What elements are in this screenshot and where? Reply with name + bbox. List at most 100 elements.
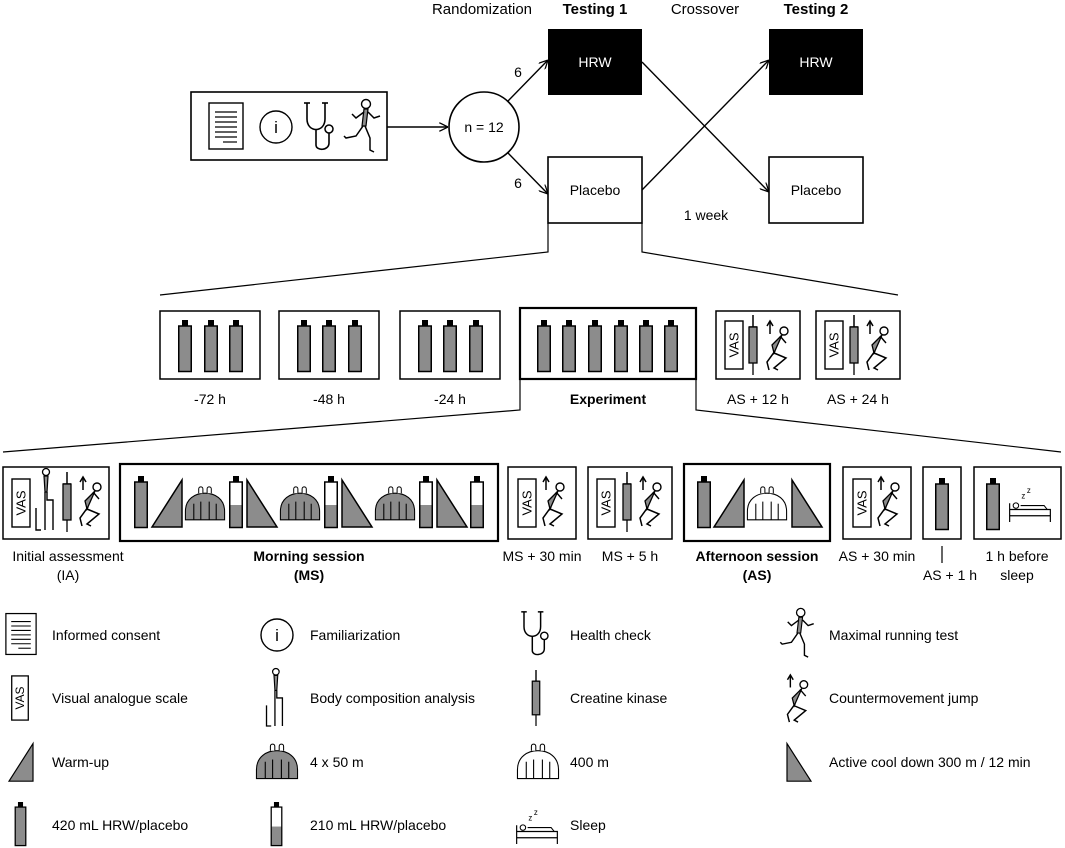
ia-label-line1: Initial assessment [12, 548, 123, 564]
expansion-lines-experiment [2, 379, 521, 453]
vas-icon [517, 478, 537, 528]
legend-body-composition: Body composition analysis [310, 690, 475, 706]
legend-visual-analogue-scale: Visual analogue scale [52, 690, 188, 706]
randomization-flow: Randomization Testing 1 Crossover Testin… [190, 1, 864, 224]
placebo-box-testing2 [768, 156, 864, 224]
informed-consent-icon [208, 102, 244, 150]
body-composition-icon [265, 667, 284, 727]
ms-label-line2: (MS) [294, 567, 324, 583]
group-top-count: 6 [514, 64, 522, 80]
ia-label-line2: (IA) [57, 567, 80, 583]
legend-countermovement-jump: Countermovement jump [829, 690, 979, 706]
bottle-icon [418, 319, 432, 373]
bottle-icon [178, 319, 192, 373]
vas-icon [11, 478, 31, 528]
hrw-box-testing1 [548, 29, 642, 95]
bottle-icon [664, 319, 678, 373]
legend-familiarization-symbol: i [275, 626, 279, 645]
countermovement-jump-icon [786, 674, 809, 723]
bottle-icon [348, 319, 362, 373]
arrow-to-hrw [507, 60, 548, 102]
bottle-icon [469, 319, 483, 373]
bottle-icon [562, 319, 576, 373]
familiarization-symbol: i [274, 118, 278, 137]
expansion-lines-experiment-right [695, 379, 1062, 453]
experiment-day-sessions: Initial assessment (IA) Morning session … [2, 462, 1062, 583]
bottle-icon [322, 319, 336, 373]
bottle-icon [588, 319, 602, 373]
vas-icon [11, 675, 29, 721]
randomization-label: Randomization [432, 1, 532, 18]
vas-icon [852, 478, 872, 528]
sleep-icon [516, 807, 558, 845]
expansion-lines-testing [159, 223, 549, 296]
legend-informed-consent: Informed consent [52, 627, 160, 643]
legend: Informed consent i Familiarization Healt… [5, 607, 1031, 847]
testing1-label: Testing 1 [563, 1, 628, 18]
vas-icon [724, 320, 744, 370]
legend-familiarization: Familiarization [310, 627, 400, 643]
half-bottle-icon [270, 801, 283, 847]
testing-timeline: -72 h -48 h -24 h Experiment AS + 12 h A… [159, 306, 901, 407]
legend-warm-up: Warm-up [52, 754, 109, 770]
run-400-icon [516, 743, 560, 780]
bottle-icon [614, 319, 628, 373]
legend-creatine-kinase: Creatine kinase [570, 690, 667, 706]
familiarization-icon [259, 110, 293, 144]
label-experiment: Experiment [570, 391, 647, 407]
health-check-icon [520, 611, 549, 656]
placebo-label-testing1: Placebo [570, 182, 621, 198]
as-label-line1: Afternoon session [696, 548, 819, 564]
as1h-label: AS + 1 h [923, 567, 977, 583]
sleep-label-line2: sleep [1000, 567, 1034, 583]
ms30-label: MS + 30 min [503, 548, 582, 564]
hrw-label-testing1: HRW [578, 54, 612, 70]
bottle-icon [935, 477, 949, 531]
sample-size: n = 12 [464, 119, 504, 135]
bottle-icon [697, 475, 711, 529]
legend-sleep: Sleep [570, 817, 606, 833]
placebo-box-testing1 [547, 156, 643, 224]
expansion-lines-testing-right [641, 223, 899, 296]
vas-icon [596, 478, 616, 528]
hrw-box-testing2 [769, 29, 863, 95]
legend-hrw-210: 210 mL HRW/placebo [310, 817, 446, 833]
bottle-icon [229, 319, 243, 373]
label-minus24: -24 h [434, 391, 466, 407]
legend-sprint-4x50: 4 x 50 m [310, 754, 364, 770]
warm-up-icon [8, 742, 34, 782]
ms-label-line1: Morning session [253, 548, 364, 564]
bottle-icon [297, 319, 311, 373]
hrw-label-testing2: HRW [799, 54, 833, 70]
washout-period: 1 week [684, 207, 729, 223]
sleep-label-line1: 1 h before [985, 548, 1048, 564]
legend-hrw-420: 420 mL HRW/placebo [52, 817, 188, 833]
legend-cool-down: Active cool down 300 m / 12 min [829, 754, 1031, 770]
familiarization-icon [260, 618, 294, 652]
informed-consent-icon [5, 612, 37, 656]
cool-down-icon [786, 742, 812, 782]
group-bottom-count: 6 [514, 175, 522, 191]
testing2-label: Testing 2 [784, 1, 849, 18]
bottle-icon [537, 319, 551, 373]
bottle-icon [986, 477, 1000, 531]
legend-maximal-running-test: Maximal running test [829, 627, 958, 643]
sprint-4x50-icon [255, 743, 299, 780]
vas-icon [824, 320, 844, 370]
label-minus72: -72 h [194, 391, 226, 407]
label-as24: AS + 24 h [827, 391, 889, 407]
legend-run-400: 400 m [570, 754, 609, 770]
randomization-node [448, 91, 520, 163]
crossover-arrow-up [641, 60, 769, 191]
bottle-icon [134, 475, 148, 529]
label-as12: AS + 12 h [727, 391, 789, 407]
bottle-icon [14, 801, 27, 847]
label-minus48: -48 h [313, 391, 345, 407]
crossover-arrow-down [641, 61, 769, 192]
as-label-line2: (AS) [743, 567, 772, 583]
bottle-icon [443, 319, 457, 373]
creatine-kinase-icon [531, 669, 541, 727]
bottle-icon [204, 319, 218, 373]
legend-health-check: Health check [570, 627, 652, 643]
